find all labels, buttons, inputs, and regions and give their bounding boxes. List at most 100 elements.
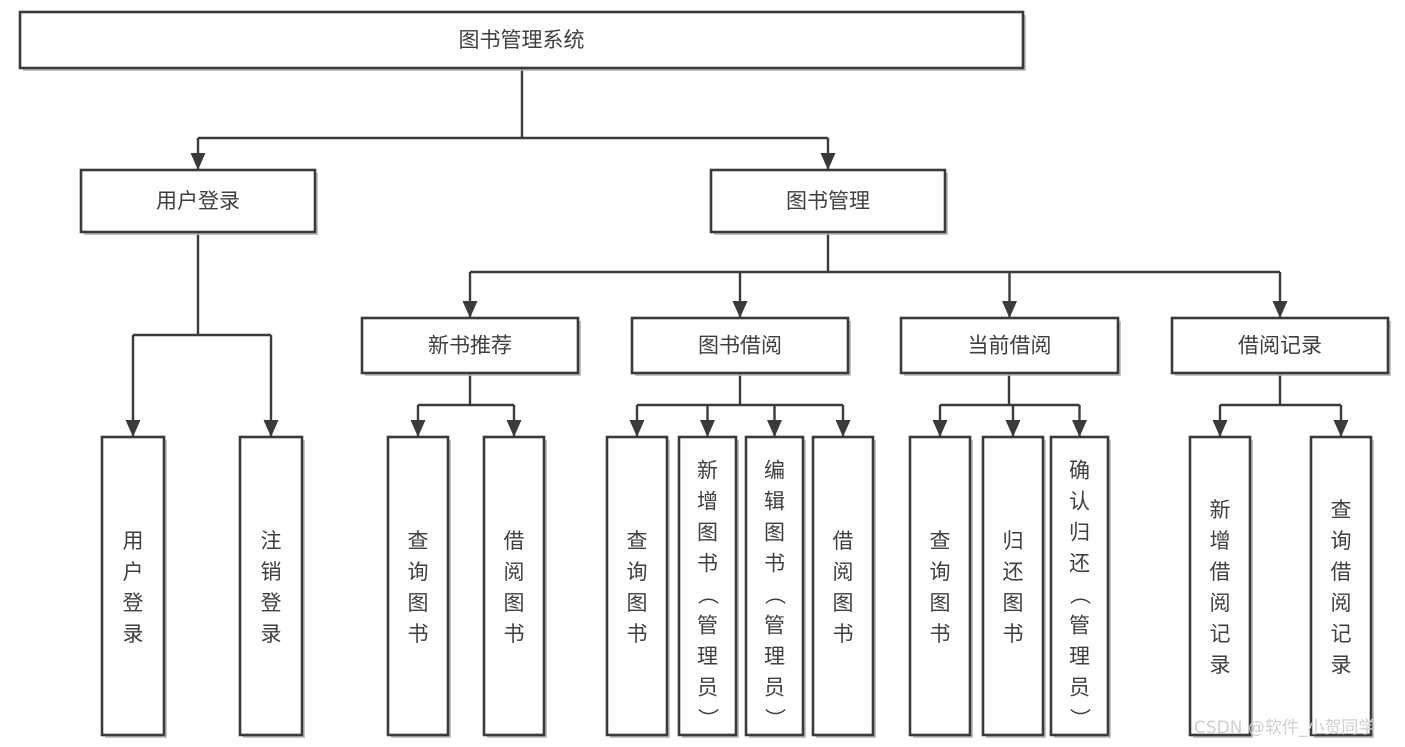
node-label-char: 登: [123, 591, 144, 615]
node-box[interactable]: [238, 435, 304, 737]
node-label-char: 阅: [1210, 591, 1231, 615]
node-box[interactable]: [1049, 435, 1110, 737]
node-label-char: 归: [1003, 529, 1024, 553]
arrow-head-icon: [932, 420, 948, 437]
node-login-in[interactable]: 用户登录: [100, 435, 167, 738]
node-borrow[interactable]: 图书借阅: [630, 316, 851, 376]
arrow-head-icon: [1002, 301, 1017, 318]
node-label-char: 书: [504, 622, 525, 646]
arrow-head-icon: [700, 420, 715, 437]
node-label-char: 还: [1003, 560, 1024, 584]
node-label-char: 借: [1210, 560, 1231, 584]
node-box[interactable]: [79, 168, 317, 234]
node-label-char: 阅: [833, 560, 854, 584]
node-box[interactable]: [677, 435, 738, 737]
node-label-char: ）: [763, 708, 787, 729]
arrow-head-icon: [1212, 420, 1228, 437]
node-label-char: （: [696, 584, 720, 605]
node-label-char: ）: [1068, 708, 1092, 729]
arrow-head-icon: [462, 301, 478, 318]
node-box[interactable]: [1188, 435, 1252, 737]
arrow-head-icon: [732, 301, 748, 318]
node-label-char: 图: [930, 591, 951, 615]
arrow-head-icon: [1072, 420, 1087, 437]
node-newbook[interactable]: 新书推荐: [360, 316, 581, 376]
node-box[interactable]: [605, 435, 669, 737]
node-label-char: 员: [1069, 675, 1090, 699]
node-records[interactable]: 借阅记录: [1170, 316, 1391, 376]
node-label-char: 图: [504, 591, 525, 615]
node-label-char: 图: [627, 591, 648, 615]
node-label-char: 录: [261, 622, 282, 646]
node-label-char: 记: [1210, 622, 1231, 646]
node-label-char: 录: [1331, 653, 1352, 677]
node-label-char: 书: [833, 622, 854, 646]
node-box[interactable]: [360, 316, 580, 375]
connector-current-bus: [932, 373, 1087, 437]
node-current[interactable]: 当前借阅: [899, 316, 1121, 376]
node-label-char: 登: [261, 591, 282, 615]
node-label-char: 增: [697, 489, 718, 513]
node-label-char: 辑: [764, 489, 785, 513]
node-label-char: 员: [764, 675, 785, 699]
node-label: 图书管理系统: [459, 28, 585, 52]
node-label-char: 图: [833, 591, 854, 615]
node-box[interactable]: [100, 435, 166, 737]
node-label-char: 理: [1069, 644, 1090, 668]
node-box[interactable]: [709, 168, 947, 234]
node-box[interactable]: [908, 435, 972, 737]
node-label-char: 借: [1331, 560, 1352, 584]
node-label: 借阅记录: [1238, 334, 1322, 358]
arrow-head-icon: [190, 153, 206, 170]
node-label-char: 记: [1331, 622, 1352, 646]
node-label-char: 书: [1003, 622, 1024, 646]
node-label-char: 查: [930, 529, 951, 553]
node-box[interactable]: [744, 435, 805, 737]
node-label: 新书推荐: [428, 334, 512, 358]
node-root[interactable]: 图书管理系统: [18, 10, 1026, 71]
node-box[interactable]: [1309, 435, 1373, 737]
node-box[interactable]: [981, 435, 1045, 737]
node-label-char: 管: [697, 613, 718, 637]
node-label-char: 编: [764, 458, 785, 482]
node-label-char: 销: [261, 560, 282, 584]
node-label-char: 询: [930, 560, 951, 584]
node-label-char: 阅: [504, 560, 525, 584]
arrow-head-icon: [506, 420, 522, 437]
node-box[interactable]: [386, 435, 450, 737]
node-box[interactable]: [18, 10, 1025, 70]
node-login[interactable]: 用户登录: [79, 168, 318, 235]
node-label-char: 询: [1331, 529, 1352, 553]
node-label-char: 确: [1069, 458, 1090, 482]
node-label-char: 查: [627, 529, 648, 553]
node-box[interactable]: [1170, 316, 1390, 375]
arrow-head-icon: [263, 420, 279, 437]
node-label-char: 书: [408, 622, 429, 646]
node-label-char: 询: [408, 560, 429, 584]
node-bookmgmt[interactable]: 图书管理: [709, 168, 948, 235]
node-box[interactable]: [482, 435, 546, 737]
node-box[interactable]: [811, 435, 875, 737]
node-label-char: 户: [123, 560, 144, 584]
node-box[interactable]: [630, 316, 850, 375]
arrow-head-icon: [835, 420, 851, 437]
node-box[interactable]: [899, 316, 1120, 375]
node-label-char: 理: [764, 644, 785, 668]
connector-bookmgmt-bus: [462, 232, 1288, 318]
node-label-char: 录: [1210, 653, 1231, 677]
node-label-char: 认: [1069, 489, 1090, 513]
node-label-char: 借: [504, 529, 525, 553]
